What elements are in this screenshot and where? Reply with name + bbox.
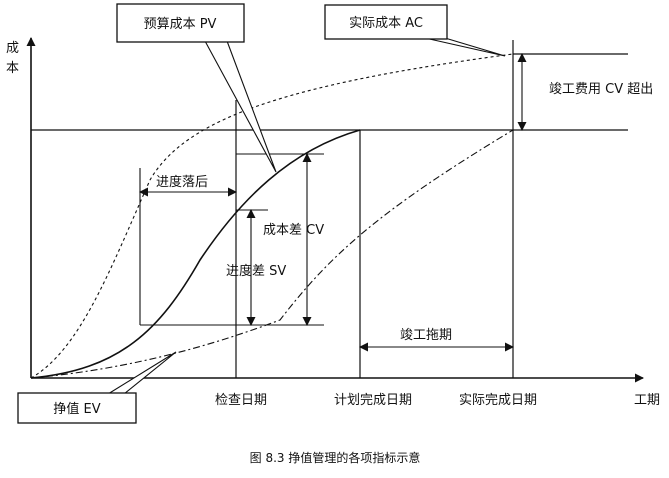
planned-finish-label: 计划完成日期 [334,393,412,408]
cost-variance-label: 成本差 CV [263,223,324,238]
ev-callout-box [17,392,137,424]
y-axis-label-1: 成 [6,41,19,56]
ev-callout-text: 挣值 EV [53,401,100,417]
pv-callout-pointer [204,40,277,173]
actual-finish-label: 实际完成日期 [459,393,537,408]
pv-callout-box [116,3,245,43]
overrun-label: 竣工费用 CV 超出 [549,82,653,97]
ac-curve [30,53,514,379]
ev-callout-pointer [107,351,177,395]
schedule-lag-label: 进度落后 [156,174,208,190]
y-axis-label-2: 本 [6,61,19,76]
ev-curve [30,129,514,379]
ac-callout-pointer [424,37,506,57]
pv-callout-text: 预算成本 PV [144,17,217,32]
check-date-label: 检查日期 [215,393,267,408]
ac-callout-text: 实际成本 AC [349,16,423,31]
schedule-variance-label: 进度差 SV [226,263,286,279]
figure-caption: 图 8.3 挣值管理的各项指标示意 [250,450,421,465]
x-axis-label: 工期 [634,393,660,408]
pv-curve [30,129,361,379]
delay-label: 竣工拖期 [400,328,452,343]
ac-callout-box [324,4,448,40]
